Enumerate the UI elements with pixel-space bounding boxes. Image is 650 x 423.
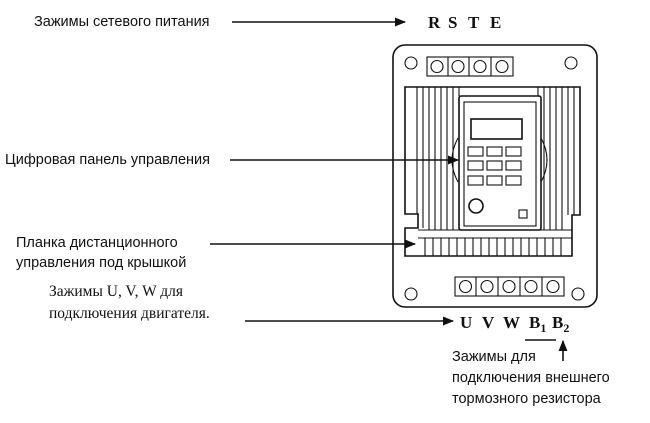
mount-hole-bl	[404, 287, 418, 301]
terminal-e: E	[490, 13, 501, 32]
top-terminal-block	[426, 56, 514, 77]
terminal-s: S	[448, 13, 457, 32]
label-brake-2: подключения внешнего	[452, 370, 610, 386]
terminal-u: U	[460, 313, 472, 332]
digital-control-panel	[458, 95, 542, 231]
heatsink-fins	[416, 87, 575, 230]
terminal-v: V	[482, 313, 495, 332]
panel-left-bulge	[451, 137, 459, 183]
mount-hole-tl	[404, 56, 418, 70]
potentiometer-knob	[468, 198, 484, 214]
keypad	[467, 146, 522, 186]
panel-right-bulge	[540, 137, 548, 183]
label-panel: Цифровая панель управления	[5, 152, 210, 168]
terminals-top-letters: R S T E	[428, 13, 501, 32]
label-mains: Зажимы сетевого питания	[34, 14, 210, 30]
label-brake-1: Зажимы для	[452, 349, 536, 365]
terminal-b2: B2	[552, 313, 569, 335]
panel-inner	[463, 101, 537, 227]
label-motor-2: подключения двигателя.	[49, 305, 210, 322]
inverter-body	[392, 44, 598, 308]
panel-frame	[458, 95, 542, 231]
remote-control-strip	[418, 229, 572, 256]
panel-small-square	[518, 209, 528, 219]
terminals-bottom-letters: U V W B1 B2	[460, 313, 569, 335]
label-remote-2: управления под крышкой	[16, 255, 186, 271]
outer-housing	[392, 44, 598, 308]
mount-hole-tr	[564, 56, 578, 70]
mount-hole-br	[571, 287, 585, 301]
terminal-r: R	[428, 13, 441, 32]
led-display	[470, 118, 523, 140]
label-motor-1: Зажимы U, V, W для	[49, 283, 183, 300]
terminal-w: W	[503, 313, 520, 332]
terminal-t: T	[468, 13, 480, 32]
label-remote-1: Планка дистанционного	[16, 235, 178, 251]
heatsink-outline	[404, 86, 581, 257]
label-brake-3: тормозного резистора	[452, 391, 602, 407]
bottom-terminal-block	[454, 276, 565, 297]
terminal-b1: B1	[529, 313, 546, 335]
